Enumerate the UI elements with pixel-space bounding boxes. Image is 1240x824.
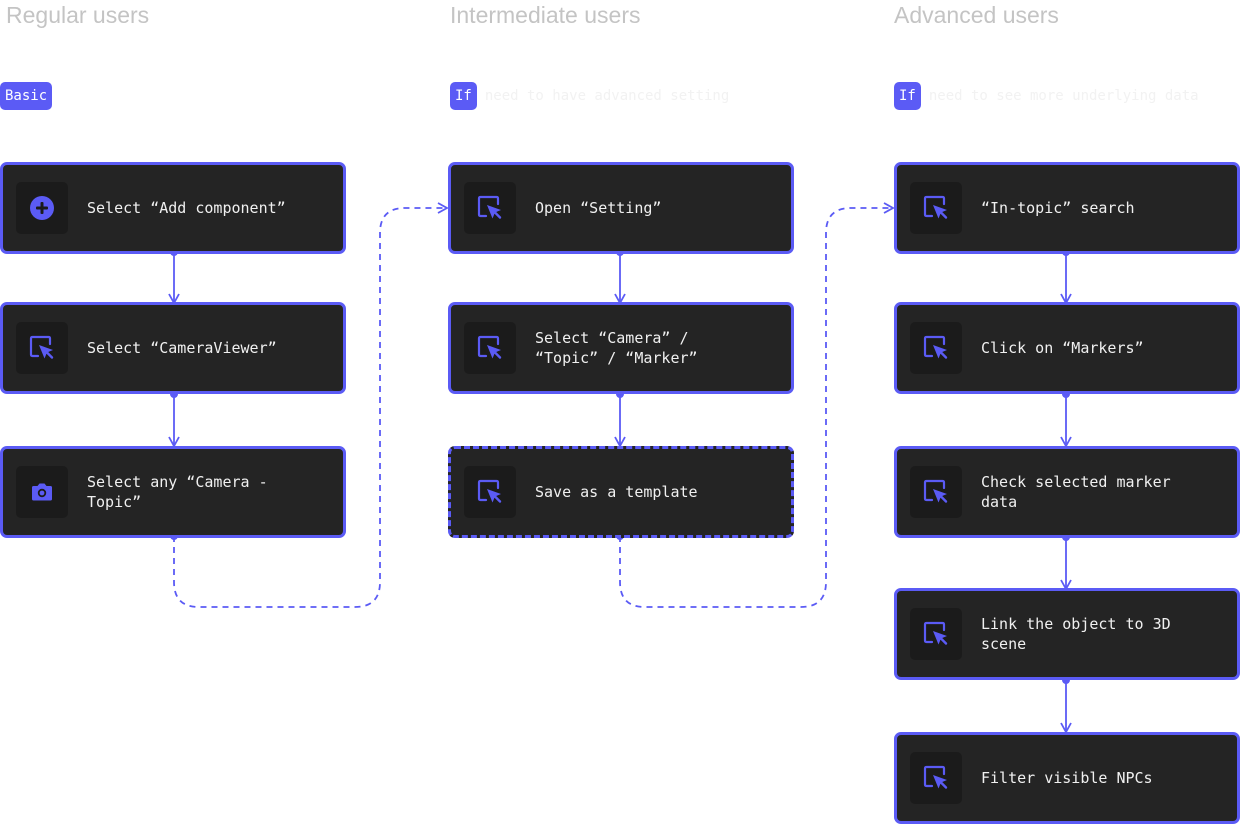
condition-text: need to have advanced setting [484, 88, 730, 104]
step-filter-npcs: Filter visible NPCs [894, 732, 1240, 824]
cursor-click-icon [477, 479, 502, 503]
step-label: Filter visible NPCs [981, 769, 1153, 787]
tag-line-advanced: If need to see more underlying data [894, 82, 1199, 110]
cursor-click-icon [923, 765, 948, 789]
icon-container [16, 182, 68, 234]
column-title-regular: Regular users [6, 2, 150, 28]
cursor-click-icon [923, 479, 948, 503]
tag-line-intermediate: If need to have advanced setting [450, 82, 729, 110]
cursor-click-icon [923, 195, 948, 219]
icon-container [16, 322, 68, 374]
step-select-camera-topic: Select any “Camera - Topic” [0, 446, 346, 538]
step-click-markers: Click on “Markers” [894, 302, 1240, 394]
icon-container [464, 182, 516, 234]
icon-container [910, 182, 962, 234]
step-label: Link the object to 3D scene [981, 615, 1171, 653]
column-title-intermediate: Intermediate users [450, 2, 641, 28]
step-label: Save as a template [535, 483, 698, 501]
column-title-advanced: Advanced users [894, 2, 1059, 28]
step-label: Open “Setting” [535, 199, 662, 217]
camera-icon [32, 483, 52, 501]
cursor-click-icon [923, 335, 948, 359]
dashed-connector [173, 202, 449, 608]
step-label: Select “Add component” [87, 199, 286, 217]
cursor-click-icon [477, 195, 502, 219]
step-label: “In-topic” search [981, 199, 1135, 217]
tag-basic: Basic [0, 82, 53, 110]
icon-container [16, 466, 68, 518]
icon-container [910, 608, 962, 660]
cursor-click-icon [923, 621, 948, 645]
tag-if: If [450, 82, 477, 110]
condition-text: need to see more underlying data [928, 88, 1199, 104]
step-label: Check selected marker data [981, 473, 1171, 511]
dashed-connector [619, 202, 895, 608]
step-label: Select “CameraViewer” [87, 339, 277, 357]
tag-if: If [894, 82, 921, 110]
tag-line-regular: Basic [0, 82, 60, 110]
step-add-component: Select “Add component” [0, 162, 346, 254]
icon-container [464, 322, 516, 374]
step-label: Click on “Markers” [981, 339, 1144, 357]
step-label: Select any “Camera - Topic” [87, 473, 268, 511]
icon-container [464, 466, 516, 518]
step-select-camera-topic-marker: Select “Camera” / “Topic” / “Marker” [448, 302, 794, 394]
step-open-setting: Open “Setting” [448, 162, 794, 254]
step-check-marker-data: Check selected marker data [894, 446, 1240, 538]
cursor-click-icon [477, 335, 502, 359]
icon-container [910, 466, 962, 518]
step-save-template: Save as a template [448, 446, 794, 538]
step-label: Select “Camera” / “Topic” / “Marker” [535, 329, 698, 367]
step-in-topic-search: “In-topic” search [894, 162, 1240, 254]
icon-container [910, 752, 962, 804]
plus-circle-icon [30, 196, 54, 220]
step-select-cameraviewer: Select “CameraViewer” [0, 302, 346, 394]
icon-container [910, 322, 962, 374]
cursor-click-icon [29, 335, 54, 359]
step-link-object-3d: Link the object to 3D scene [894, 588, 1240, 680]
